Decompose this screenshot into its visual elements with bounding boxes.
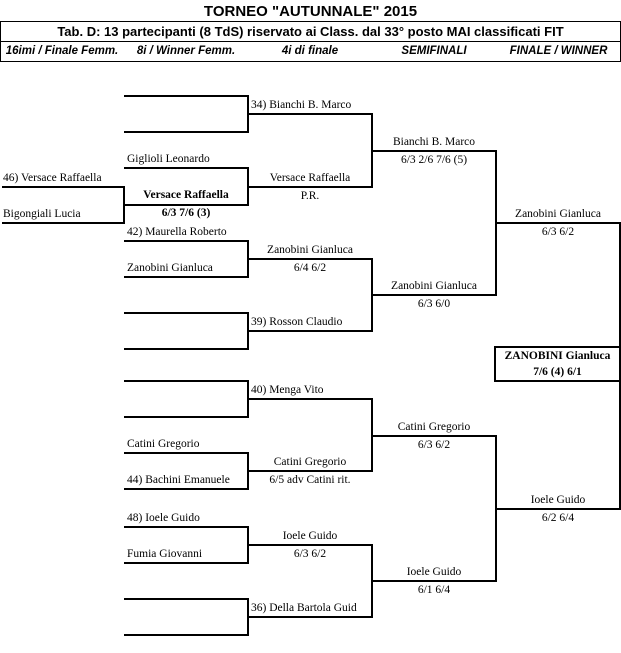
score-catini-qf: 6/5 adv Catini rit. [269,474,351,486]
player-ioele-final: Ioele Guido [530,494,586,506]
player-catini-qf: Catini Gregorio [273,456,347,468]
player-catini-sf: Catini Gregorio [397,421,471,433]
header-final: FINALE / WINNER [509,45,608,57]
player-bianchi-qf: 34) Bianchi B. Marco [251,99,352,111]
score-ioele-final: 6/2 6/4 [541,512,575,524]
bracket-line [248,470,372,472]
player-bianchi-sf: Bianchi B. Marco [392,136,476,148]
player-zanobini-qf: Zanobini Gianluca [267,244,353,256]
note-versace-qf: P.R. [300,190,320,202]
player-ioele-sf: Ioele Guido [406,566,462,578]
bracket-line [372,294,496,296]
bracket-line [248,113,372,115]
header-round-8: 8i / Winner Femm. [136,45,236,57]
bracket-line [124,131,248,133]
score-zanobini-qf: 6/4 6/2 [293,262,327,274]
score-ioele-qf: 6/3 6/2 [293,548,327,560]
score-catini-sf: 6/3 6/2 [417,439,451,451]
player-ioele-r8: 48) Ioele Guido [127,512,200,524]
score-versace-r8: 6/3 7/6 (3) [161,207,211,219]
bracket-line [248,258,372,260]
bracket-line [248,544,372,546]
bracket-line [124,380,248,382]
score-zanobini-final: 6/3 6/2 [541,226,575,238]
player-versace-r16: 46) Versace Raffaella [3,172,102,184]
bracket-line [124,348,248,350]
bracket-line [124,240,248,242]
bracket-line [2,186,124,188]
tournament-subtitle: Tab. D: 13 partecipanti (8 TdS) riservat… [57,24,564,39]
player-zanobini-r8: Zanobini Gianluca [127,262,213,274]
winner-name: ZANOBINI Gianluca [504,350,611,362]
bracket-line [248,616,372,618]
bracket-line [124,204,248,206]
player-zanobini-final: Zanobini Gianluca [515,208,601,220]
winner-box: ZANOBINI Gianluca 7/6 (4) 6/1 [494,346,621,382]
player-fumia: Fumia Giovanni [127,548,203,560]
score-ioele-sf: 6/1 6/4 [417,584,451,596]
bracket-line [124,526,248,528]
bracket-line [248,330,372,332]
frame-left [0,21,1,62]
bracket-line [124,276,248,278]
bracket-line [619,222,621,348]
player-ioele-qf: Ioele Guido [282,530,338,542]
score-zanobini-sf: 6/3 6/0 [417,298,451,310]
winner-versace-r8: Versace Raffaella [143,189,229,201]
bracket-line [124,562,248,564]
player-rosson: 39) Rosson Claudio [251,316,343,328]
bracket-line [496,222,620,224]
bracket-line [248,398,372,400]
bracket-line [124,312,248,314]
tournament-title: TORNEO "AUTUNNALE" 2015 [203,3,418,20]
player-bigongiali: Bigongiali Lucia [3,208,81,220]
bracket-line [248,186,372,188]
header-semifinals: SEMIFINALI [401,45,467,57]
player-giglioli: Giglioli Leonardo [127,153,210,165]
player-zanobini-sf: Zanobini Gianluca [391,280,477,292]
bracket-line [619,380,621,510]
player-catini-r8: Catini Gregorio [127,438,200,450]
bracket-line [124,167,248,169]
rule-top [0,21,621,22]
bracket-line [124,95,248,97]
bracket-line [372,150,496,152]
bracket-line [372,580,496,582]
player-bachini: 44) Bachini Emanuele [127,474,230,486]
header-quarterfinals: 4i di finale [281,45,339,57]
rule-bottom [0,61,621,62]
bracket-line [124,416,248,418]
rule-mid [0,41,621,42]
player-menga: 40) Menga Vito [251,384,324,396]
bracket-line [124,488,248,490]
bracket-line [124,598,248,600]
bracket-line [372,435,496,437]
bracket-line [124,634,248,636]
bracket-line [124,452,248,454]
winner-score: 7/6 (4) 6/1 [533,366,582,378]
bracket-line [2,222,124,224]
score-bianchi-sf: 6/3 2/6 7/6 (5) [400,154,468,166]
player-maurella: 42) Maurella Roberto [127,226,227,238]
player-della-bartola: 36) Della Bartola Guid [251,602,357,614]
player-versace-qf: Versace Raffaella [269,172,351,184]
bracket-line [496,508,620,510]
header-round-16: 16imi / Finale Femm. [5,45,119,57]
